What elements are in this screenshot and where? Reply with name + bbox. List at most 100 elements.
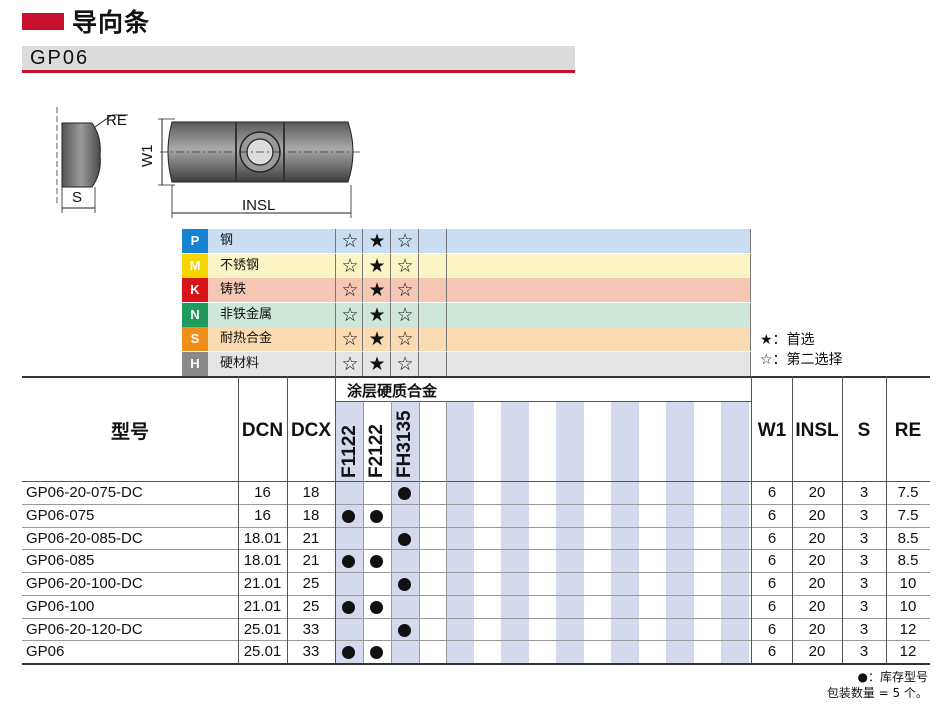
cell-dcn: 21.01 [243,575,282,592]
grade-row-divider [418,253,419,278]
material-name: 不锈钢 [220,257,260,273]
cell-w1: 6 [767,552,777,570]
grade-column-shade [336,402,363,663]
grade-column-shade [501,402,529,663]
cell-dcn: 18.01 [243,552,282,570]
cell-model: GP06 [26,643,65,661]
grade-row-divider [390,278,391,302]
grade-row-divider [750,327,751,351]
cell-dcx: 25 [302,597,320,615]
footnote-pack: 包装数量 = 5 个。 [826,686,928,700]
star-outline-icon: ☆ [341,303,359,326]
grade-row-divider [390,253,391,278]
cell-insl: 20 [808,506,826,524]
column-divider [238,376,239,663]
cell-model: GP06-20-075-DC [26,484,143,501]
cell-s: 3 [859,484,869,501]
iso-code-badge: K [182,278,208,302]
cell-model: GP06-075 [26,506,95,524]
grade-row-divider [750,278,751,302]
iso-code-badge: S [182,327,208,351]
grade-row-divider [390,351,391,376]
column-divider [287,376,288,663]
grade-column-shade [556,402,584,663]
grade-row-divider [446,327,447,351]
grade-row-divider [335,229,336,253]
re-label: RE [106,112,127,129]
stock-dot-icon [370,646,383,660]
insert-drawing: RE S W1 INSL [56,107,362,218]
star-outline-icon: ☆ [396,328,414,350]
row-divider [22,549,930,551]
star-outline-icon: ☆ [396,230,414,252]
grade-row-divider [390,229,391,253]
grade-row-divider [335,302,336,327]
star-filled-icon: ★ [368,303,386,326]
star-filled-icon: ★ [368,328,386,350]
header-grade-fh3135: FH3135 [394,410,415,478]
table-top-rule [22,376,930,378]
cell-re: 7.5 [897,506,919,524]
cell-insl: 20 [808,484,826,501]
cell-insl: 20 [808,552,826,570]
column-divider [335,376,336,663]
row-divider [22,526,930,528]
star-outline-icon: ☆ [341,230,359,252]
row-divider [22,640,930,642]
cell-model: GP06-20-100-DC [26,575,143,592]
star-outline-icon: ☆ [341,279,359,301]
grade-row-divider [446,253,447,278]
stock-dot-icon [370,600,383,614]
cell-w1: 6 [767,575,777,592]
w1-label: W1 [139,145,156,168]
legend-secondary: ☆：第二选择 [760,352,843,368]
cell-insl: 20 [808,529,826,547]
star-filled-icon: ★ [368,254,386,277]
star-outline-icon: ☆ [341,352,359,375]
cell-re: 10 [899,597,917,615]
grade-row-divider [446,278,447,302]
grade-row-divider [390,302,391,327]
cell-dcn: 16 [254,506,271,524]
iso-code-badge: P [182,229,208,253]
stock-dot-icon [342,646,355,660]
cell-dcn: 18.01 [243,529,282,547]
cell-s: 3 [859,552,869,570]
stock-dot-icon [342,509,355,523]
grade-column-shade [721,402,749,663]
star-outline-icon: ☆ [341,328,359,350]
grade-row-divider [335,327,336,351]
model-code: GP06 [30,47,90,69]
cell-re: 12 [899,643,917,661]
footnote-stock: ●：库存型号 [857,670,928,684]
grade-column-shade [611,402,639,663]
material-name: 非铁金属 [220,306,273,322]
grade-column-divider [391,401,392,663]
grade-column-divider [419,401,420,663]
legend-preferred: ★：首选 [760,332,815,348]
star-filled-icon: ★ [368,352,386,375]
cell-dcx: 33 [302,643,320,661]
cell-insl: 20 [808,575,826,592]
grade-row-divider [362,253,363,278]
top-view: W1 INSL [139,118,362,218]
side-view: RE S [56,107,128,213]
cell-insl: 20 [808,620,826,638]
grade-row-divider [362,229,363,253]
column-divider [792,376,793,663]
header-w1: W1 [757,420,787,441]
cell-dcx: 21 [302,529,320,547]
row-divider [22,503,930,505]
grade-row-divider [362,278,363,302]
header-re: RE [894,420,922,441]
grade-row-divider [362,302,363,327]
cell-dcx: 18 [302,484,320,501]
cell-re: 10 [899,575,917,592]
